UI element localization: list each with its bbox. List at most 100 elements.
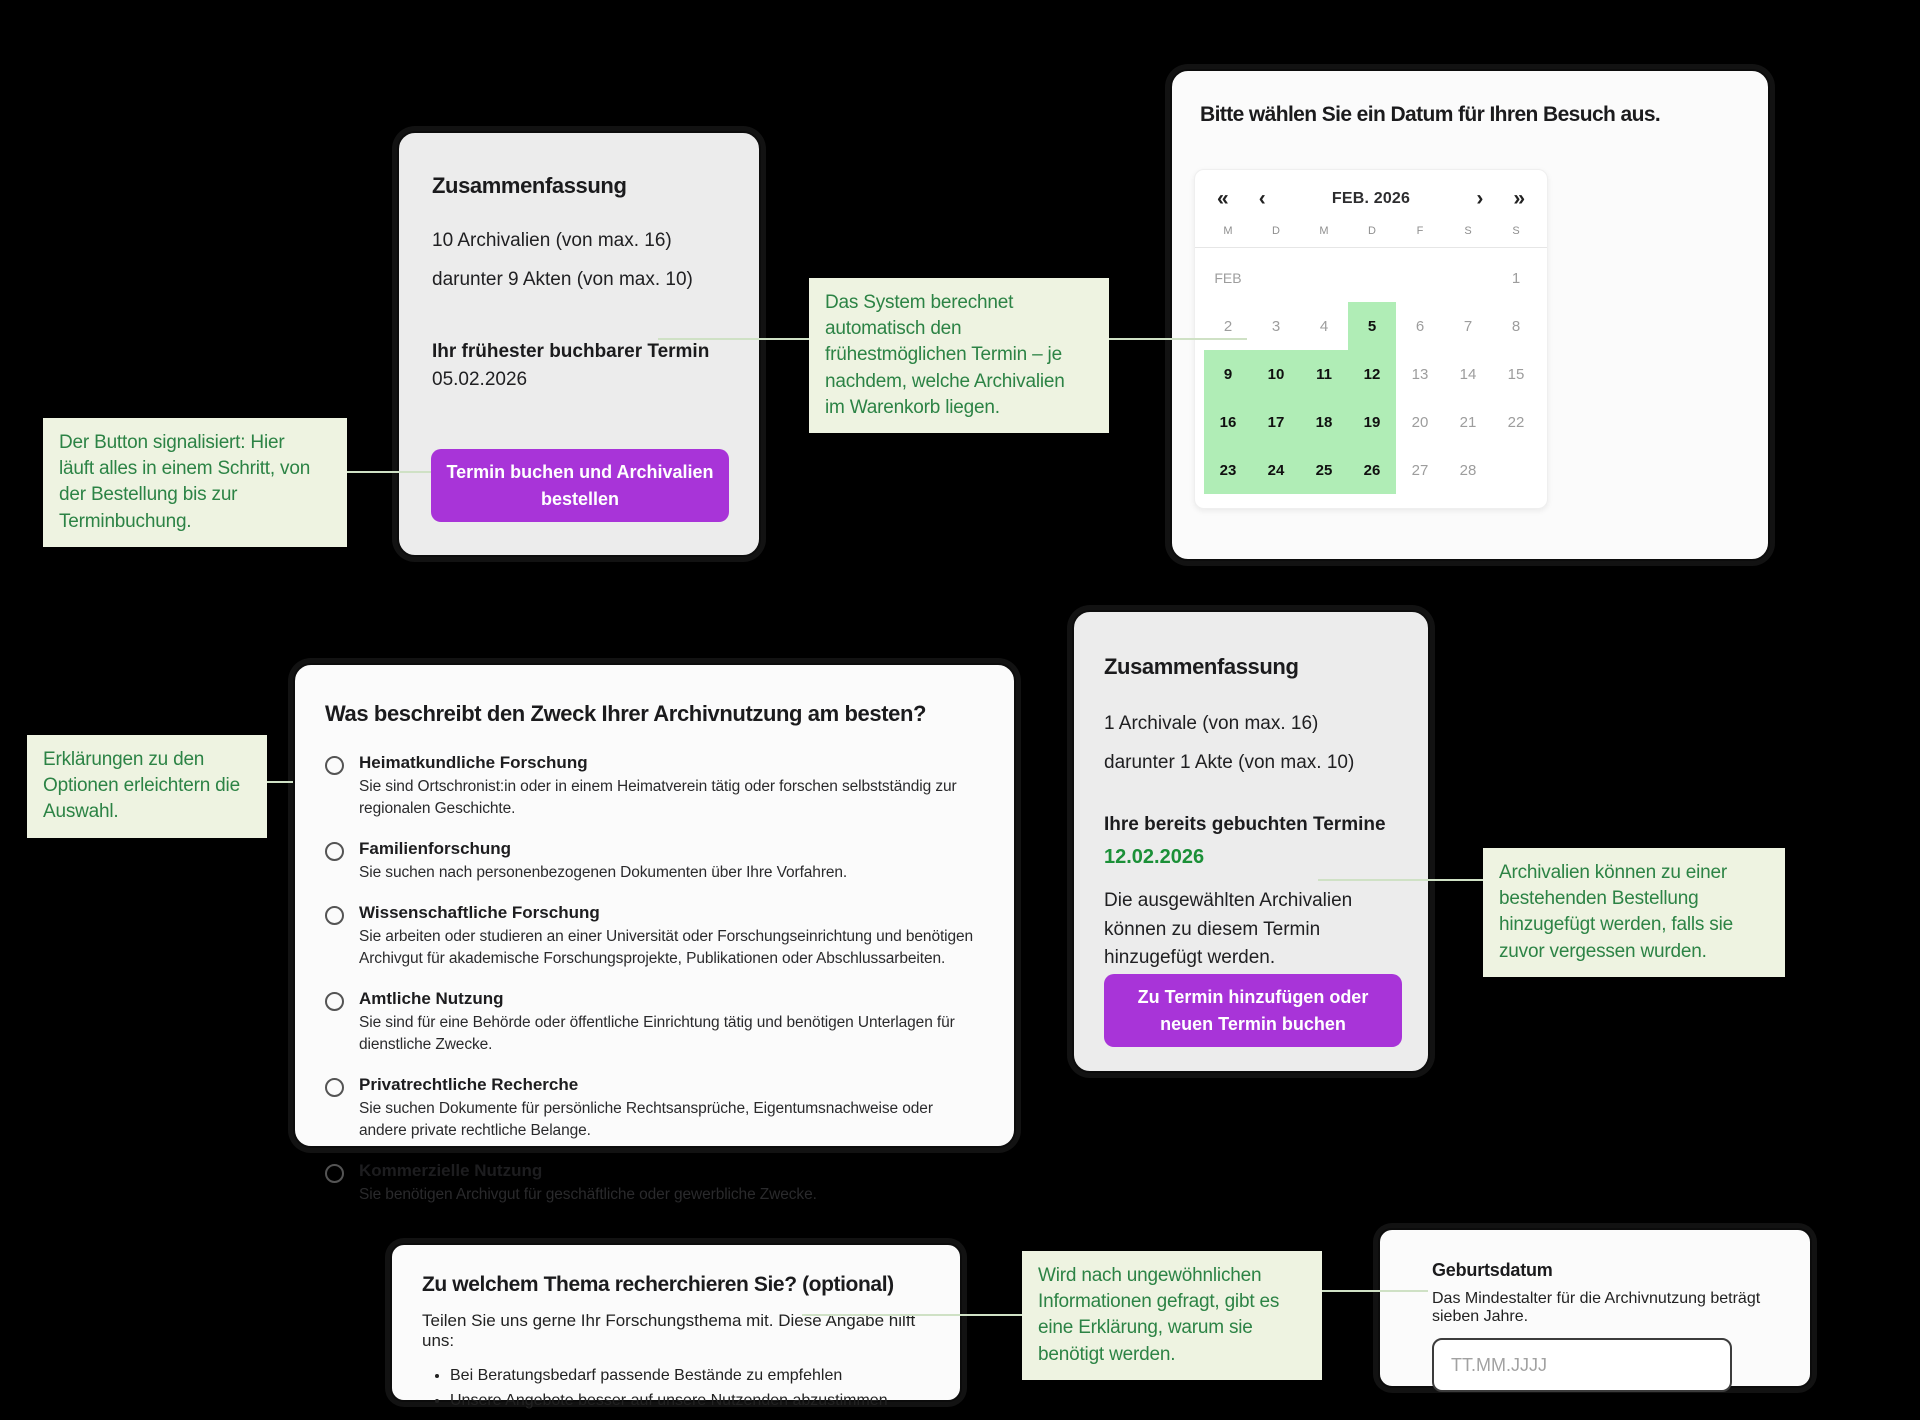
option-description: Sie suchen Dokumente für persönliche Rec…	[359, 1100, 933, 1139]
annotation-options-explainer: Erklärungen zu den Optionen erleichtern …	[27, 735, 267, 838]
chevron-left-icon: ‹	[1258, 187, 1266, 210]
purpose-option[interactable]: Heimatkundliche Forschung Sie sind Ortsc…	[325, 753, 984, 820]
calendar-day: 4	[1319, 317, 1329, 335]
next-month-button[interactable]: ›	[1472, 186, 1487, 211]
calendar-day: 21	[1459, 413, 1477, 431]
weekday-label: S	[1464, 225, 1472, 237]
birthdate-label: Geburtsdatum	[1432, 1260, 1553, 1280]
calendar-day-available[interactable]: 11	[1300, 350, 1348, 398]
calendar-month-cell: FEB	[1214, 270, 1242, 286]
calendar-day: 22	[1507, 413, 1525, 431]
summary-card-one: Zusammenfassung 10 Archivalien (von max.…	[397, 131, 761, 557]
annotation-earliest-date-explainer: Das System berechnet automatisch den frü…	[809, 278, 1109, 434]
topic-card: Zu welchem Thema recherchieren Sie? (opt…	[390, 1243, 962, 1409]
calendar-day-available[interactable]: 5	[1348, 302, 1396, 350]
booked-appointments-label: Ihre bereits gebuchten Termine	[1104, 814, 1386, 836]
book-appointment-button[interactable]: Termin buchen und Archivalien bestellen	[431, 449, 729, 522]
connector-line	[347, 471, 431, 473]
chevron-right-icon: ›	[1476, 187, 1484, 210]
weekday-label: D	[1368, 225, 1376, 237]
calendar-day: 2	[1223, 317, 1233, 335]
calendar-day-available[interactable]: 23	[1204, 446, 1252, 494]
calendar-grid: FEB 1 2 3 4 5 6 7 8 9 10 11 12 13 14	[1204, 254, 1547, 494]
topic-benefit-item: Bei Beratungsbedarf passende Bestände zu…	[450, 1364, 930, 1389]
purpose-card: Was beschreibt den Zweck Ihrer Archivnut…	[293, 663, 1016, 1203]
calendar-day-available[interactable]: 26	[1348, 446, 1396, 494]
earliest-date-label: Ihr frühester buchbarer Termin	[432, 341, 710, 363]
option-label: Privatrechtliche Recherche	[359, 1075, 579, 1094]
weekday-label: S	[1512, 225, 1520, 237]
annotation-existing-order-explainer: Archivalien können zu einer bestehenden …	[1483, 848, 1785, 977]
option-label: Heimatkundliche Forschung	[359, 753, 588, 772]
connector-line	[658, 338, 809, 340]
calendar-header: « ‹ FEB. 2026 › »	[1195, 170, 1547, 221]
booked-appointment-date: 12.02.2026	[1104, 846, 1205, 869]
calendar-day-available[interactable]: 12	[1348, 350, 1396, 398]
calendar-day-available[interactable]: 25	[1300, 446, 1348, 494]
birthdate-card: Geburtsdatum Das Mindestalter für die Ar…	[1378, 1228, 1812, 1392]
radio-icon	[325, 756, 344, 775]
option-label: Familienforschung	[359, 839, 512, 858]
option-label: Wissenschaftliche Forschung	[359, 903, 600, 922]
add-to-appointment-note: Die ausgewählten Archivalien können zu d…	[1104, 890, 1353, 969]
calendar-empty-cell	[1492, 446, 1540, 494]
calendar-day: 13	[1411, 365, 1429, 383]
next-year-button[interactable]: »	[1509, 186, 1529, 211]
connector-line	[1109, 338, 1247, 340]
annotation-button-explainer: Der Button signalisiert: Hier läuft alle…	[43, 418, 347, 547]
calendar-day: 1	[1511, 269, 1521, 287]
calendar-day-available[interactable]: 24	[1252, 446, 1300, 494]
calendar-day-available[interactable]: 18	[1300, 398, 1348, 446]
file-count: darunter 9 Akten (von max. 10)	[432, 268, 693, 290]
file-count: darunter 1 Akte (von max. 10)	[1104, 751, 1355, 773]
radio-icon	[325, 1078, 344, 1097]
connector-line	[1318, 879, 1483, 881]
purpose-option[interactable]: Familienforschung Sie suchen nach person…	[325, 839, 984, 884]
purpose-option[interactable]: Kommerzielle Nutzung Sie benötigen Archi…	[325, 1161, 984, 1206]
double-chevron-right-icon: »	[1513, 187, 1525, 210]
purpose-option[interactable]: Amtliche Nutzung Sie sind für eine Behör…	[325, 989, 984, 1056]
annotation-unusual-info-explainer: Wird nach ungewöhnlichen Informationen g…	[1022, 1251, 1322, 1380]
weekday-row: M D M D F S S	[1204, 221, 1547, 247]
birthdate-input[interactable]	[1432, 1338, 1732, 1392]
calendar-empty-cell	[1444, 254, 1492, 302]
radio-icon	[325, 842, 344, 861]
date-picker: « ‹ FEB. 2026 › » M D M D F S S FEB	[1194, 169, 1548, 509]
option-description: Sie arbeiten oder studieren an einer Uni…	[359, 928, 974, 967]
prev-year-button[interactable]: «	[1213, 186, 1233, 211]
connector-line	[802, 1314, 1022, 1316]
purpose-option[interactable]: Privatrechtliche Recherche Sie suchen Do…	[325, 1075, 984, 1142]
radio-icon	[325, 906, 344, 925]
calendar-empty-cell	[1300, 254, 1348, 302]
calendar-day: 20	[1411, 413, 1429, 431]
calendar-day-available[interactable]: 9	[1204, 350, 1252, 398]
topic-intro: Teilen Sie uns gerne Ihr Forschungsthema…	[422, 1311, 916, 1350]
calendar-day-available[interactable]: 16	[1204, 398, 1252, 446]
purpose-option[interactable]: Wissenschaftliche Forschung Sie arbeiten…	[325, 903, 984, 970]
calendar-day: 28	[1459, 461, 1477, 479]
option-description: Sie benötigen Archivgut für geschäftlich…	[359, 1186, 817, 1203]
radio-icon	[325, 992, 344, 1011]
prev-month-button[interactable]: ‹	[1255, 186, 1270, 211]
archival-count: 1 Archivale (von max. 16)	[1104, 713, 1319, 734]
topic-benefits-list: Bei Beratungsbedarf passende Bestände zu…	[450, 1364, 930, 1414]
summary-card-two: Zusammenfassung 1 Archivale (von max. 16…	[1072, 610, 1430, 1073]
topic-card-title: Zu welchem Thema recherchieren Sie? (opt…	[422, 1273, 894, 1296]
radio-icon	[325, 1164, 344, 1183]
calendar-day-available[interactable]: 10	[1252, 350, 1300, 398]
option-label: Kommerzielle Nutzung	[359, 1161, 543, 1180]
connector-line	[267, 781, 293, 783]
card-title: Zusammenfassung	[1104, 654, 1299, 679]
option-label: Amtliche Nutzung	[359, 989, 504, 1008]
weekday-label: M	[1223, 225, 1233, 237]
topic-benefit-item: Unsere Angebote besser auf unsere Nutzen…	[450, 1389, 930, 1414]
calendar-day-available[interactable]: 17	[1252, 398, 1300, 446]
calendar-day-available[interactable]: 19	[1348, 398, 1396, 446]
add-to-appointment-button[interactable]: Zu Termin hinzufügen oder neuen Termin b…	[1104, 974, 1402, 1047]
weekday-label: D	[1272, 225, 1280, 237]
calendar-empty-cell	[1252, 254, 1300, 302]
month-label: FEB. 2026	[1331, 189, 1411, 207]
calendar-day: 27	[1411, 461, 1429, 479]
divider	[1195, 247, 1547, 248]
